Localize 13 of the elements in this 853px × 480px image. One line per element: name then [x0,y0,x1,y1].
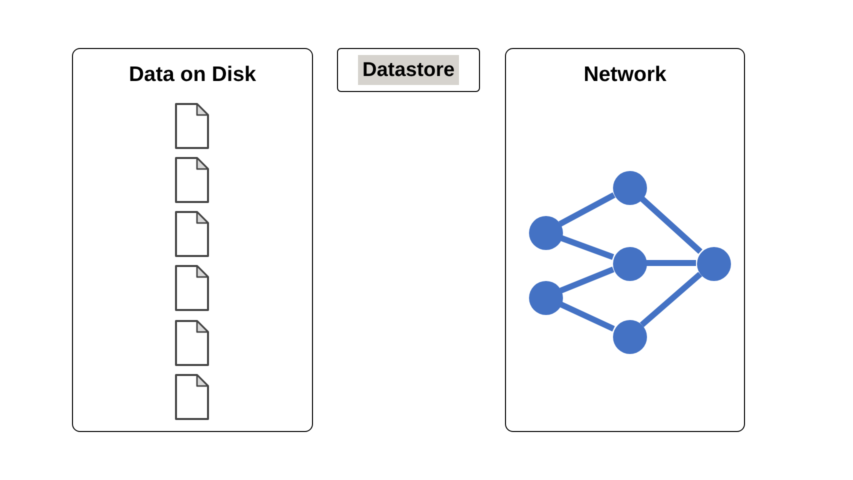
connector-line [646,260,696,266]
panel-title: Network [582,62,668,88]
connector-line [560,235,614,260]
panel-box [505,48,745,432]
connector-line [560,266,614,294]
label-box [337,48,480,92]
connector-line [559,301,615,332]
panel-box [72,48,313,432]
connector-line [640,272,702,328]
connector-line [640,196,702,254]
panel-title: Data on Disk [128,62,258,88]
highlighted-title: Datastore [358,55,459,85]
connector-line [558,192,616,227]
